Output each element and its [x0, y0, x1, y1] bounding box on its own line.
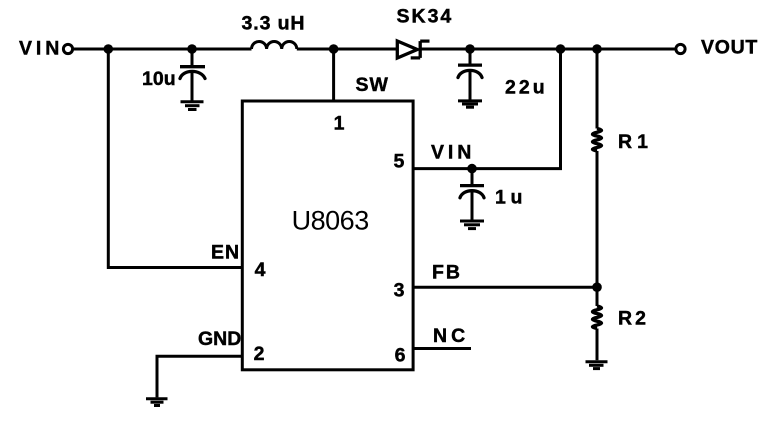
svg-text:2: 2: [254, 343, 265, 365]
svg-text:3.3 uH: 3.3 uH: [242, 13, 306, 35]
svg-text:R2: R2: [618, 308, 649, 330]
svg-text:R1: R1: [618, 131, 653, 153]
svg-text:VIN: VIN: [431, 142, 475, 164]
svg-text:SW: SW: [356, 74, 389, 96]
svg-text:5: 5: [393, 151, 404, 173]
svg-text:NC: NC: [433, 325, 469, 347]
svg-text:4: 4: [255, 259, 266, 281]
svg-text:10u: 10u: [142, 68, 176, 90]
svg-text:1u: 1u: [495, 187, 527, 209]
svg-text:3: 3: [394, 280, 405, 302]
svg-text:FB: FB: [432, 262, 462, 284]
svg-text:VIN: VIN: [19, 38, 63, 60]
svg-text:U8063: U8063: [292, 206, 369, 236]
svg-text:22u: 22u: [505, 77, 548, 99]
svg-text:EN: EN: [211, 242, 240, 264]
svg-text:1: 1: [334, 113, 345, 135]
svg-text:GND: GND: [198, 328, 241, 350]
svg-text:VOUT: VOUT: [701, 37, 758, 59]
svg-text:6: 6: [395, 345, 406, 367]
svg-text:SK34: SK34: [397, 6, 454, 28]
